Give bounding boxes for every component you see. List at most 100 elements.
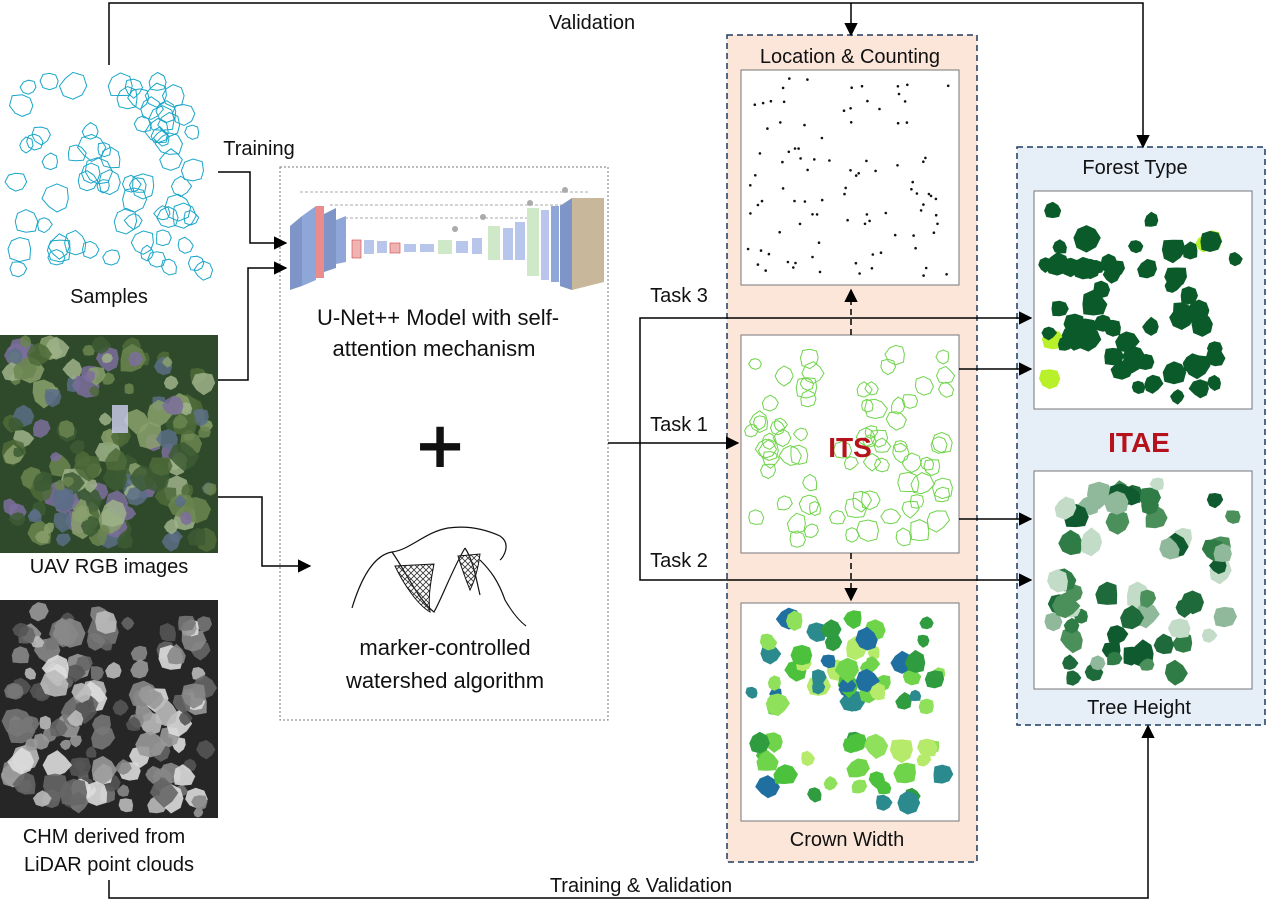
texture-blob: [162, 356, 173, 368]
texture-blob: [910, 519, 930, 542]
texture-blob: [891, 396, 906, 415]
texture-blob: [80, 515, 101, 538]
texture-blob: [1228, 252, 1243, 267]
texture-blob: [757, 438, 779, 462]
texture-blob: [145, 765, 163, 784]
texture-blob: [136, 421, 162, 450]
watershed-label-line2: watershed algorithm: [345, 668, 544, 693]
its-label: ITS: [828, 432, 872, 463]
connectors: [108, 2, 1155, 899]
training-validation-label: Training & Validation: [550, 875, 732, 897]
texture-blob: [1188, 379, 1209, 399]
texture-blob: [1080, 326, 1098, 345]
texture-blob: [82, 344, 95, 356]
tree-location-dot: [924, 266, 928, 270]
texture-blob: [1128, 240, 1144, 254]
texture-blob: [52, 487, 75, 512]
tree-location-dot: [929, 194, 933, 198]
tree-location-dot: [870, 267, 874, 270]
texture-blob: [4, 172, 28, 192]
texture-blob: [931, 431, 953, 454]
tree-location-dot: [896, 85, 900, 88]
texture-blob: [167, 643, 186, 665]
training-label: Training: [223, 138, 295, 160]
tree-location-dot: [897, 92, 901, 96]
texture-blob: [938, 381, 955, 398]
texture-blob: [1175, 598, 1193, 618]
texture-blob: [773, 764, 798, 784]
location-counting-image: [740, 69, 960, 286]
tree-location-dot: [769, 99, 773, 103]
texture-blob: [880, 358, 897, 376]
tree-location-dot: [860, 84, 864, 88]
texture-blob: [161, 395, 184, 416]
texture-blob: [89, 385, 100, 397]
texture-blob: [1137, 353, 1155, 370]
texture-blob: [91, 336, 112, 354]
texture-blob: [98, 524, 110, 537]
tree-location-dot: [878, 107, 881, 111]
texture-blob: [194, 616, 212, 633]
texture-blob: [873, 437, 892, 453]
texture-blob: [1144, 374, 1164, 394]
texture-blob: [116, 784, 130, 797]
tree-location-dot: [756, 203, 760, 207]
texture-blob: [107, 72, 133, 97]
texture-blob: [749, 410, 769, 434]
tree-location-dot: [896, 121, 900, 125]
texture-blob: [1144, 211, 1159, 227]
texture-blob: [893, 762, 916, 784]
texture-blob: [1057, 335, 1073, 351]
texture-blob: [124, 383, 134, 395]
texture-blob: [85, 370, 95, 383]
texture-blob: [749, 731, 770, 754]
tree-location-dot: [766, 127, 769, 130]
forest-type-image: [1033, 190, 1253, 410]
texture-blob: [880, 508, 902, 525]
texture-blob: [85, 781, 108, 806]
texture-blob: [807, 787, 822, 803]
texture-blob: [1095, 581, 1118, 605]
texture-blob: [41, 183, 69, 213]
location-counting-label: Location & Counting: [760, 46, 940, 68]
texture-blob: [864, 398, 889, 420]
texture-blob: [1159, 537, 1180, 560]
tree-location-dot: [865, 213, 869, 216]
tree-location-dot: [797, 147, 800, 150]
texture-blob: [196, 740, 216, 760]
tree-location-dot: [779, 121, 782, 124]
texture-blob: [755, 775, 780, 799]
texture-blob: [778, 444, 802, 467]
tree-location-dot: [749, 184, 752, 187]
tree-location-dot: [854, 261, 858, 265]
texture-blob: [101, 499, 127, 527]
texture-blob: [1167, 618, 1191, 639]
texture-blob: [8, 94, 34, 117]
texture-blob: [168, 441, 200, 472]
texture-blob: [843, 456, 859, 471]
texture-blob: [901, 452, 922, 474]
texture-blob: [1058, 529, 1083, 556]
texture-blob: [933, 486, 950, 503]
texture-blob: [69, 735, 82, 748]
texture-blob: [155, 698, 178, 727]
tree-location-dot: [879, 251, 883, 254]
texture-blob: [864, 733, 889, 759]
texture-blob: [102, 249, 121, 266]
texture-blob: [147, 251, 167, 268]
texture-blob: [58, 71, 88, 100]
texture-blob: [844, 497, 868, 519]
texture-blob: [873, 457, 890, 473]
texture-blob: [155, 429, 178, 450]
texture-blob: [66, 709, 84, 727]
tree-location-dot: [915, 192, 919, 195]
texture-blob: [19, 79, 37, 95]
texture-blob: [13, 447, 24, 458]
texture-blob: [1045, 252, 1070, 276]
chm-height-texture: [0, 602, 217, 818]
texture-blob: [156, 205, 179, 228]
texture-blob: [1, 708, 34, 738]
tree-location-dot: [868, 219, 871, 223]
tree-location-dot: [787, 150, 791, 154]
texture-blob: [1141, 496, 1159, 515]
